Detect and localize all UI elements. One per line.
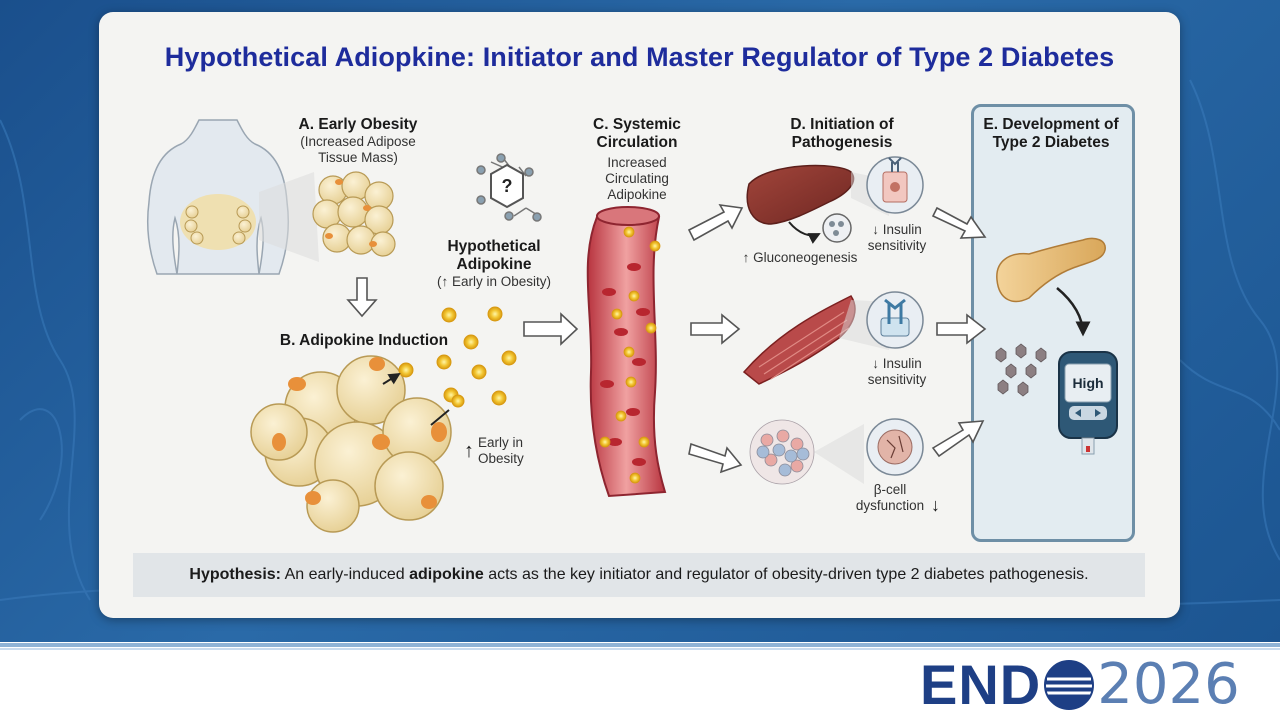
flow-arrow-icon <box>346 277 378 318</box>
panel-b-note: ↑ Early in Obesity <box>464 435 524 466</box>
slide-title: Hypothetical Adiopkine: Initiator and Ma… <box>164 42 1115 72</box>
adipokine-label: Hypothetical Adipokine (↑ Early in Obesi… <box>429 238 559 290</box>
question-glyph: ? <box>502 176 513 196</box>
adipokine-note: (↑ Early in Obesity) <box>436 274 552 289</box>
torso-illustration <box>146 119 319 275</box>
panel-e-box <box>971 104 1135 542</box>
panel-c-label: C. Systemic Circulation Increased Circul… <box>575 116 699 203</box>
liver-insulin-label: ↓ Insulin sensitivity <box>867 222 927 253</box>
glucose-meter-icon <box>1058 351 1118 455</box>
hypothesis-emphasis: adipokine <box>409 566 484 583</box>
flow-arrow-icon <box>931 206 987 239</box>
flow-arrow-icon <box>690 313 741 345</box>
diagram-artwork: ? <box>146 119 1118 533</box>
up-arrow-icon: ↑ <box>464 440 474 462</box>
adipocyte-cluster-small <box>312 171 396 257</box>
logo-year: 2026 <box>1097 652 1240 717</box>
muscle-insulin-label: ↓ Insulin sensitivity <box>867 356 927 387</box>
panel-a-title: A. Early Obesity <box>298 116 418 133</box>
flow-arrow-icon <box>688 442 743 474</box>
glucose-molecules <box>995 343 1047 397</box>
blood-vessel <box>586 206 667 498</box>
flow-arrow-icon <box>523 312 579 346</box>
receptor-cell-icon <box>866 156 924 214</box>
panel-c-title: C. Systemic Circulation <box>593 116 681 151</box>
diagram-card: Hypothetical Adiopkine: Initiator and Ma… <box>99 12 1180 618</box>
endo-logo: END 2026 <box>920 655 1240 715</box>
adipokine-title: Hypothetical Adipokine <box>447 238 541 273</box>
flow-arrow-icon <box>936 313 987 345</box>
flow-arrow-icon <box>687 203 744 242</box>
logo-globe-icon <box>1044 660 1095 710</box>
gluconeogenesis-label: ↑ Gluconeogenesis <box>742 250 858 265</box>
receptor-cell-icon <box>866 291 924 349</box>
divider-rule-thin <box>0 648 1280 650</box>
islet-icon <box>749 419 815 485</box>
divider-rule <box>0 643 1280 647</box>
meter-reading: High <box>1072 375 1103 391</box>
panel-d-title: D. Initiation of Pathogenesis <box>790 116 894 151</box>
panel-b-title: B. Adipokine Induction <box>279 332 449 349</box>
panel-a-subtitle: (Increased Adipose Tissue Mass) <box>300 134 416 165</box>
hypothesis-lead: Hypothesis: <box>189 566 281 583</box>
liver-icon <box>746 164 889 244</box>
beta-cell-label: β-cell dysfunction ↓ <box>855 482 940 515</box>
panel-e-title: E. Development of Type 2 Diabetes <box>983 116 1119 151</box>
logo-wordmark: END <box>920 653 1042 716</box>
pancreas-icon <box>996 237 1106 337</box>
adipokine-particles <box>398 306 517 408</box>
down-arrow-icon: ↓ <box>931 495 940 515</box>
panel-a-label: A. Early Obesity (Increased Adipose Tiss… <box>264 116 452 166</box>
beta-cell-icon <box>814 418 924 484</box>
flow-arrow-icon <box>931 420 985 458</box>
adipocyte-cluster-large <box>250 355 452 533</box>
question-molecule-icon <box>476 153 542 222</box>
hypothesis-banner: Hypothesis: An early-induced adipokine a… <box>133 553 1145 597</box>
panel-c-note: Increased Circulating Adipokine <box>605 155 669 202</box>
